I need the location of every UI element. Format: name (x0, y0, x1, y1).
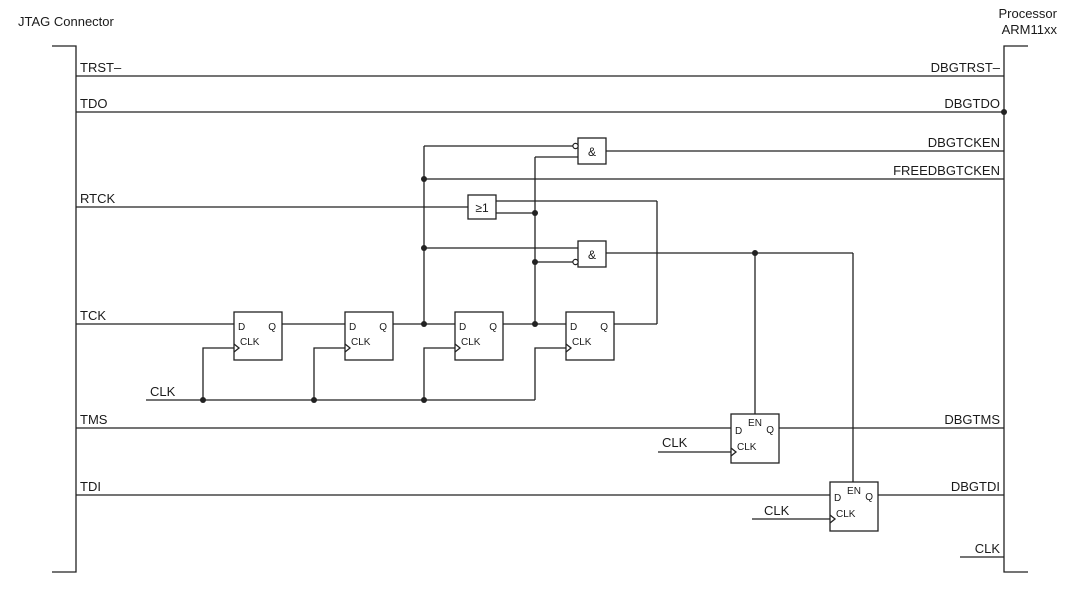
junction-or (532, 210, 538, 216)
jtag-connector-bracket (52, 45, 77, 573)
and-gate-top-invert (572, 142, 579, 150)
ff1-q-pin: Q (268, 322, 276, 333)
ff4-q-pin: Q (600, 322, 608, 333)
tdi-label: TDI (80, 479, 101, 494)
trst-label: TRST– (80, 60, 122, 75)
processor-bracket (1003, 45, 1028, 573)
clk-junction-3 (421, 397, 427, 403)
clk-to-ff2 (313, 347, 345, 400)
rtck-label: RTCK (80, 191, 115, 206)
tdo-label: TDO (80, 96, 107, 111)
clk-to-ff3 (423, 347, 455, 400)
fftdi-d-pin: D (834, 493, 841, 504)
freedbgtcken-label: FREEDBGTCKEN (893, 163, 1000, 178)
jtag-connector-title: JTAG Connector (18, 14, 115, 29)
junction-and-mid (421, 245, 427, 251)
ff3-clk-pin: CLK (461, 337, 481, 348)
clk-junction-2 (311, 397, 317, 403)
ff1-d-pin: D (238, 322, 245, 333)
processor-model: ARM11xx (1002, 22, 1058, 37)
ff3-q-pin: Q (489, 322, 497, 333)
fftms-en-pin: EN (748, 418, 762, 429)
clk-tdi-label: CLK (764, 503, 790, 518)
clk-to-ff1 (202, 347, 234, 400)
enable-junction (752, 250, 758, 256)
flipflop-1: D Q CLK (233, 311, 283, 361)
tck-label: TCK (80, 308, 106, 323)
ff2-d-pin: D (349, 322, 356, 333)
dbgtms-label: DBGTMS (944, 412, 1000, 427)
ff2-q-pin: Q (379, 322, 387, 333)
fftdi-q-pin: Q (865, 492, 873, 503)
or-gate (467, 194, 497, 220)
tms-label: TMS (80, 412, 108, 427)
clk-tms-label: CLK (662, 435, 688, 450)
and-gate-mid-symbol: & (588, 248, 596, 262)
junction-and-mid-2 (532, 259, 538, 265)
and-gate-mid-invert (572, 258, 579, 266)
dbgtrst-label: DBGTRST– (931, 60, 1001, 75)
dbgtdi-label: DBGTDI (951, 479, 1000, 494)
dbgtcken-label: DBGTCKEN (928, 135, 1000, 150)
and-gate-mid (577, 240, 607, 268)
ff3-d-pin: D (459, 322, 466, 333)
flipflop-3: D Q CLK (454, 311, 504, 361)
fftdi-clk-pin: CLK (836, 509, 856, 520)
or-gate-symbol: ≥1 (475, 201, 489, 215)
ff1-clk-pin: CLK (240, 337, 260, 348)
flipflop-tms: D EN Q CLK (730, 413, 780, 464)
flipflop-4: D Q CLK (565, 311, 615, 361)
clk-to-ff4 (534, 347, 566, 400)
fftms-q-pin: Q (766, 425, 774, 436)
processor-title: Processor (998, 6, 1057, 21)
and-gate-top-symbol: & (588, 145, 596, 159)
fftms-clk-pin: CLK (737, 442, 757, 453)
tdo-junction (1001, 109, 1007, 115)
ff4-d-pin: D (570, 322, 577, 333)
fftdi-en-pin: EN (847, 486, 861, 497)
dbgtdo-label: DBGTDO (944, 96, 1000, 111)
flipflop-2: D Q CLK (344, 311, 394, 361)
clk-junction-1 (200, 397, 206, 403)
clk-chain-label: CLK (150, 384, 176, 399)
processor-clk-label: CLK (975, 541, 1001, 556)
ff4-clk-pin: CLK (572, 337, 592, 348)
flipflop-tdi: D EN Q CLK (829, 481, 879, 532)
fftms-d-pin: D (735, 426, 742, 437)
ff2-clk-pin: CLK (351, 337, 371, 348)
junction-freedbg (421, 176, 427, 182)
